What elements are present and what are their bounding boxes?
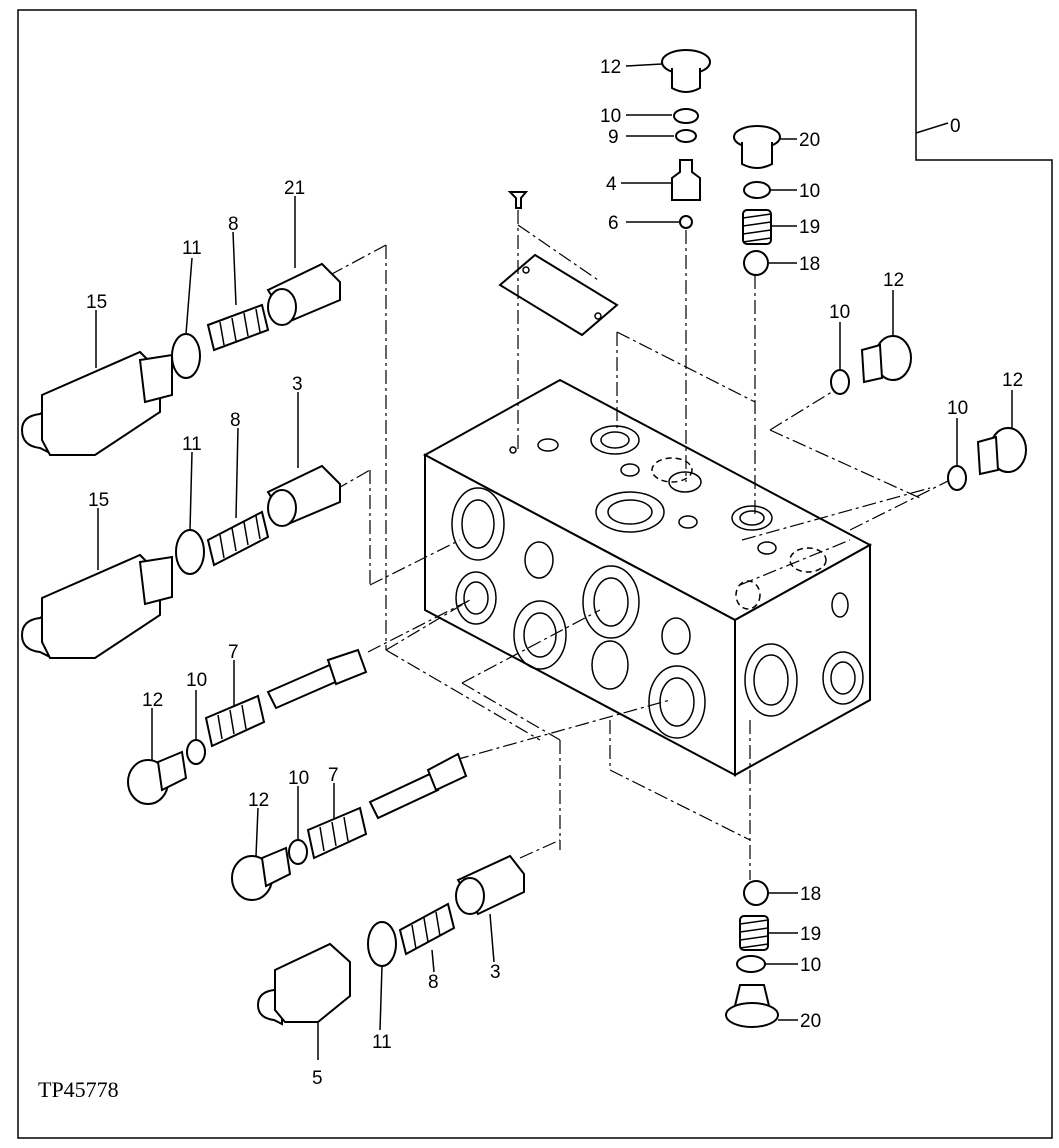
o-ring-10-a <box>186 739 206 765</box>
o-ring-11-upper <box>171 333 201 379</box>
callout-18-bottom: 18 <box>800 884 821 905</box>
spool-b <box>368 752 468 820</box>
callout-10-a: 10 <box>186 670 207 691</box>
diagram-frame <box>17 9 1053 1139</box>
callout-4: 4 <box>606 174 617 195</box>
callout-19-top: 19 <box>799 217 820 238</box>
callout-3-top: 3 <box>292 374 303 395</box>
spring-7-b <box>306 806 368 860</box>
callout-11-top: 11 <box>182 238 202 259</box>
callout-20-bottom: 20 <box>800 1011 821 1032</box>
spring-8-bottom <box>398 902 456 956</box>
o-ring-11-bottom <box>367 921 397 967</box>
spring-19-top <box>742 209 772 245</box>
spring-19-bottom <box>739 915 769 951</box>
spring-7-a <box>204 694 266 748</box>
callout-10-top: 10 <box>600 106 621 127</box>
name-plate <box>498 191 619 337</box>
ball-18-top <box>743 250 769 276</box>
callout-12-right-lower: 12 <box>1002 370 1023 391</box>
top-o-ring-10-right <box>743 181 771 199</box>
fitting-4 <box>671 159 701 201</box>
right-plug-12-lower <box>976 427 1027 476</box>
callout-8-top: 8 <box>228 214 239 235</box>
relief-valve-15-middle <box>20 553 173 659</box>
top-o-ring-10 <box>673 108 699 124</box>
callout-10-right-lower: 10 <box>947 398 968 419</box>
spool-a <box>266 648 368 710</box>
callout-15-top: 15 <box>86 292 107 313</box>
leader-lines <box>95 63 1013 1060</box>
ball-18-bottom <box>743 880 769 906</box>
callout-11-bottom: 11 <box>372 1032 392 1053</box>
callout-12-top: 12 <box>600 57 621 78</box>
callout-18-top: 18 <box>799 254 820 275</box>
callout-7-a: 7 <box>228 642 239 663</box>
plug-12-a <box>127 750 188 805</box>
callout-10-right-top: 10 <box>799 181 820 202</box>
right-plug-12-upper <box>860 335 912 384</box>
callout-15-middle: 15 <box>88 490 109 511</box>
callout-8-middle: 8 <box>230 410 241 431</box>
callout-8-bottom: 8 <box>428 972 439 993</box>
piston-3-upper <box>266 464 341 527</box>
relief-valve-5 <box>256 942 351 1026</box>
centerlines <box>329 210 951 880</box>
callout-10-b: 10 <box>288 768 309 789</box>
callout-20-top: 20 <box>799 130 820 151</box>
valve-block <box>422 378 873 777</box>
callout-10-bottom: 10 <box>800 955 821 976</box>
callout-10-right-upper: 10 <box>829 302 850 323</box>
top-ring-9 <box>675 129 697 143</box>
callout-12-a: 12 <box>142 690 163 711</box>
spring-8-upper <box>206 303 270 352</box>
o-ring-10-b <box>288 839 308 865</box>
right-o-ring-10-lower <box>947 465 967 491</box>
callout-21: 21 <box>284 178 305 199</box>
plug-12-b <box>231 846 292 901</box>
top-plug-12 <box>661 49 711 93</box>
callout-7-b: 7 <box>328 765 339 786</box>
ball-6 <box>679 215 693 229</box>
callout-11-middle: 11 <box>182 434 202 455</box>
figure-code: TP45778 <box>38 1077 119 1102</box>
callout-9: 9 <box>608 127 619 148</box>
callout-6: 6 <box>608 213 619 234</box>
o-ring-10-bottom-right <box>736 955 766 973</box>
callout-5: 5 <box>312 1068 323 1089</box>
piston-21 <box>266 262 341 326</box>
top-plug-20 <box>733 125 781 169</box>
right-o-ring-10-upper <box>830 369 850 395</box>
callout-3-bottom: 3 <box>490 962 501 983</box>
callout-12-b: 12 <box>248 790 269 811</box>
relief-valve-15-upper <box>20 350 173 456</box>
callout-12-right-upper: 12 <box>883 270 904 291</box>
callout-19-bottom: 19 <box>800 924 821 945</box>
callout-0: 0 <box>950 116 961 137</box>
spring-8-middle <box>206 510 270 567</box>
bottom-plug-20 <box>725 984 779 1028</box>
o-ring-11-middle <box>175 529 205 575</box>
piston-3-lower <box>455 854 525 916</box>
